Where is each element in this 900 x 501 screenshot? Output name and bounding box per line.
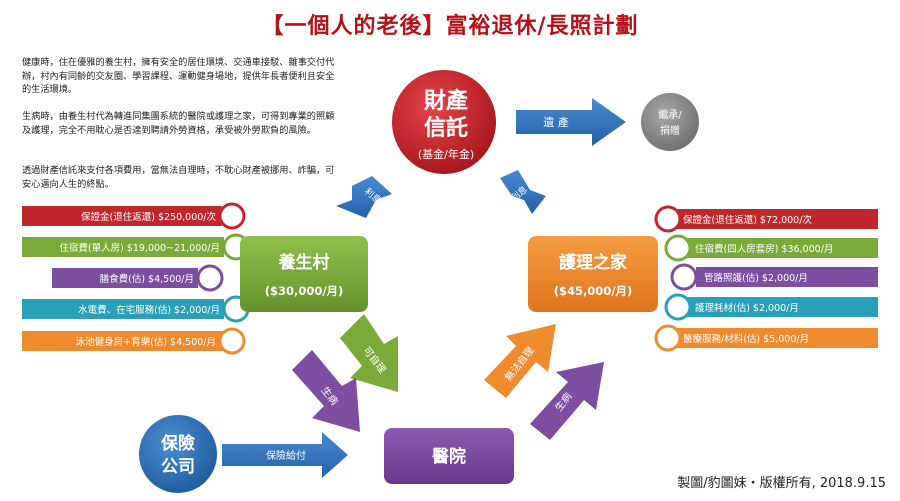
- village-cost-meals: 膳食費(估) $4,500/月: [100, 273, 194, 285]
- trust-circle: 財產 信託 (基金/年金): [390, 68, 498, 176]
- nursing-cost-tube-care: 管路照護(估) $2,000/月: [704, 272, 808, 284]
- self-care-arrow: 可自理: [340, 314, 398, 392]
- intro-paragraph-healthy: 健康時，住在優雅的養生村，擁有安全的居住環境、交通車接駁、雜事交付代辦，村內有同…: [22, 57, 335, 95]
- sick-arrow-left: 生病: [292, 350, 360, 432]
- insurance-line2: 公司: [161, 457, 195, 477]
- village-cost-recreation: 泳池健身房+育樂(估) $4,500/月: [76, 336, 216, 348]
- nursing-cost-list: 保證金(退住返還) $72,000/次 住宿費(四人房套房) $36,000/月…: [654, 205, 878, 352]
- nursing-cost-housing: 住宿費(四人房套房) $36,000/月: [695, 243, 833, 255]
- interest-arrow-left: 利息: [336, 176, 392, 218]
- nursing-cost-deposit: 保證金(退住返還) $72,000/次: [683, 214, 812, 226]
- village-name: 養生村: [278, 252, 330, 273]
- interest-arrow-right: 利息: [500, 170, 546, 214]
- trust-title-line2: 信託: [424, 115, 468, 141]
- inherit-line2: 捐贈: [660, 124, 680, 137]
- village-cost-deposit: 保證金(退住返還) $250,000/次: [81, 211, 216, 223]
- insurance-pay-label: 保險給付: [266, 449, 306, 462]
- nursing-cost: ($45,000/月): [554, 284, 633, 298]
- hospital-name: 醫院: [432, 446, 466, 467]
- inherit-line1: 繼承/: [658, 108, 682, 121]
- nursing-box: 護理之家 ($45,000/月): [528, 236, 658, 312]
- village-cost-housing: 住宿費(單人房) $19,000~21,000/月: [59, 242, 220, 254]
- intro-paragraph-trust: 透過財產信託來支付各項費用，當無法自理時，不耽心財產被挪用、詐騙，可安心邁向人生…: [22, 165, 335, 190]
- no-self-care-arrow: 無法自理: [484, 324, 556, 398]
- copyright-credit: 製圖/豹圖妹・版權所有, 2018.9.15: [677, 476, 886, 491]
- legacy-label: 遺 產: [543, 115, 569, 129]
- trust-subtitle: (基金/年金): [418, 147, 474, 161]
- village-cost-list: 保證金(退住返還) $250,000/次 住宿費(單人房) $19,000~21…: [22, 202, 250, 355]
- village-box: 養生村 ($30,000/月): [240, 236, 368, 312]
- insurance-pay-arrow: 保險給付: [222, 432, 348, 478]
- intro-paragraph-sick: 生病時，由養生村代為轉進同集團系統的醫院或護理之家，可得到專業的照顧及護理，完全…: [22, 111, 335, 136]
- nursing-cost-supplies: 護理耗材(估) $2,000/月: [695, 302, 799, 314]
- nursing-cost-medical: 醫療服務/材料(估) $5,000/月: [683, 333, 809, 345]
- legacy-arrow: 遺 產: [516, 98, 626, 146]
- sick-arrow-right: 生病: [530, 362, 604, 440]
- inherit-circle: 繼承/ 捐贈: [641, 93, 699, 151]
- hospital-box: 醫院: [384, 428, 514, 484]
- trust-title-line1: 財產: [424, 88, 468, 114]
- page-title: 【一個人的老後】富裕退休/長照計劃: [261, 13, 639, 39]
- insurance-circle: 保險 公司: [139, 415, 217, 493]
- village-cost-utilities: 水電費、在宅服務(估) $2,000/月: [78, 304, 220, 316]
- insurance-line1: 保險: [160, 433, 195, 454]
- village-cost: ($30,000/月): [265, 284, 344, 298]
- nursing-name: 護理之家: [559, 252, 627, 273]
